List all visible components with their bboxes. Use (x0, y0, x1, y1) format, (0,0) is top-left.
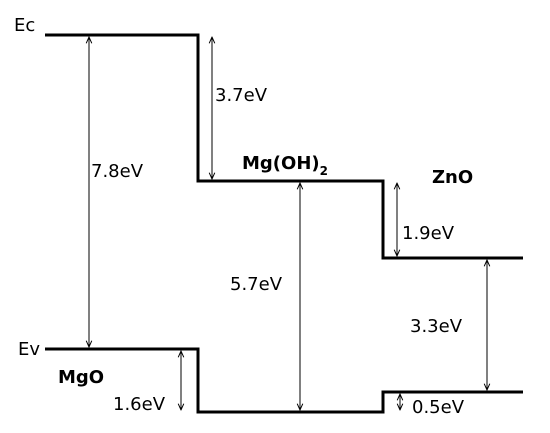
cb-offset-mgoh2-zno-value: 1.9eV (402, 223, 455, 244)
mgo-bandgap-value: 7.8eV (91, 161, 144, 182)
valence-band-line (45, 347, 523, 414)
mgoh2-label-subscript: 2 (320, 164, 328, 178)
conduction-band-line (45, 33, 523, 260)
cb-offset-mgo-mgoh2-value: 3.7eV (215, 85, 268, 106)
ec-label: Ec (14, 15, 35, 36)
mgo-label: MgO (58, 367, 104, 388)
vb-offset-mgo-mgoh2-value: 1.6eV (113, 394, 166, 415)
mgoh2-label-main: Mg(OH) (242, 153, 320, 174)
mgoh2-label: Mg(OH)2 (242, 153, 328, 178)
zno-label: ZnO (432, 167, 473, 188)
zno-bandgap-value: 3.3eV (410, 316, 463, 337)
vb-offset-mgoh2-zno-value: 0.5eV (412, 397, 465, 418)
ev-label: Ev (18, 339, 40, 360)
mgoh2-bandgap-value: 5.7eV (230, 274, 283, 295)
